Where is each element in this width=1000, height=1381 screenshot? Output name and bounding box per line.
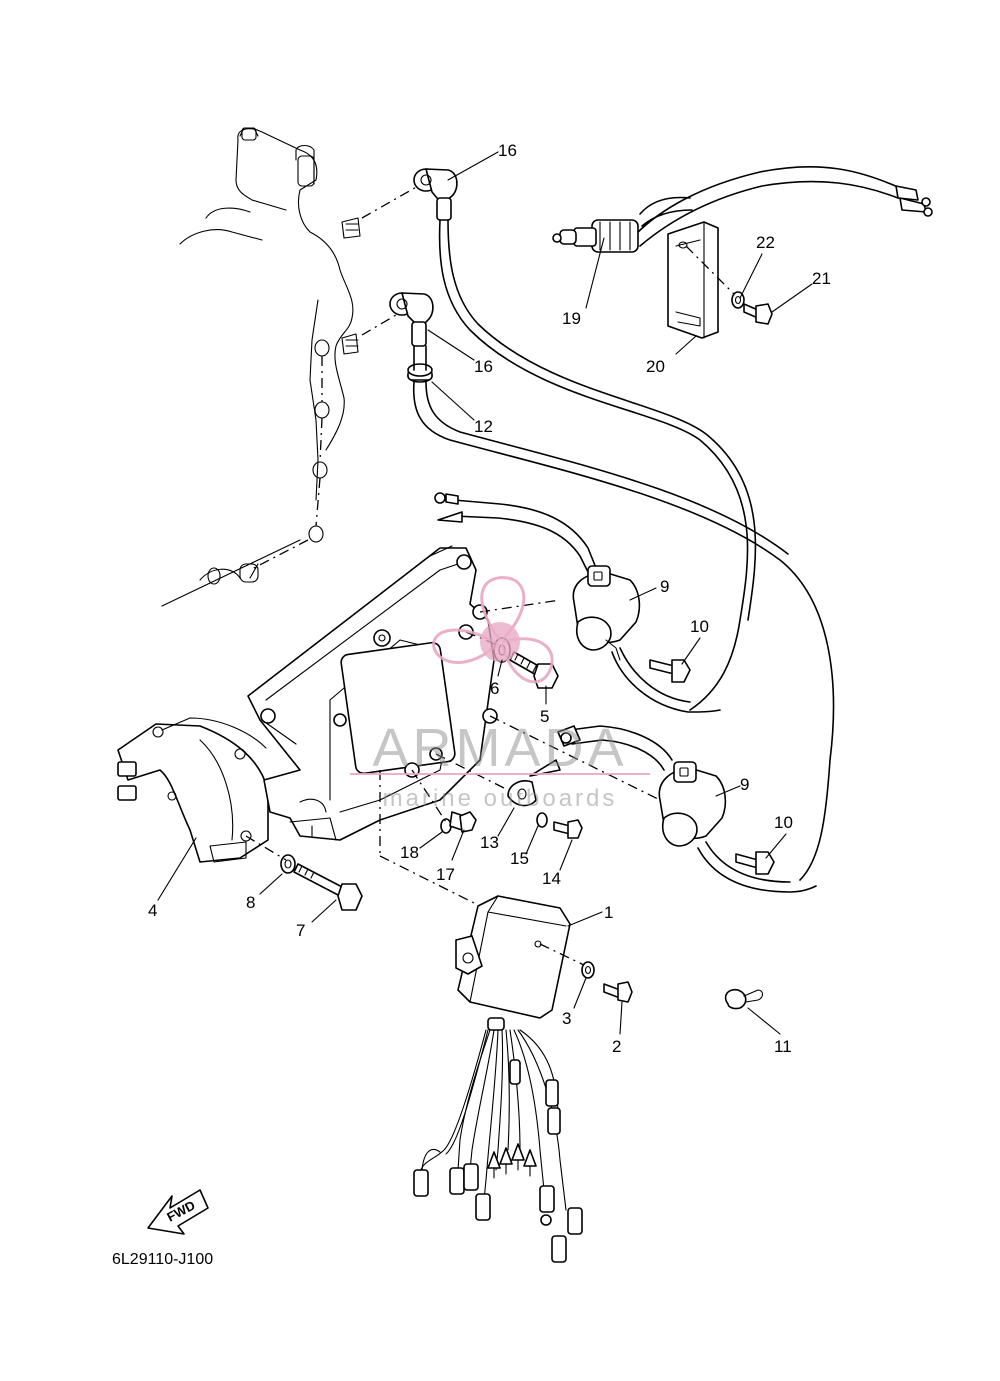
callout-14: 14 [542,869,561,888]
high-tension-cord-upper [438,219,749,711]
thermoswitch-holder[interactable] [667,221,719,339]
callout-7: 7 [296,921,305,940]
callout-21: 21 [812,269,831,288]
callout-17: 17 [436,865,455,884]
screw-17[interactable] [449,811,477,833]
callout-10-upper: 10 [690,617,709,636]
callout-8: 8 [246,893,255,912]
spark-plug-cap-upper[interactable] [413,168,458,221]
ignition-coil-lower[interactable] [529,725,817,893]
bracket-mount[interactable] [117,717,269,863]
leader-lines [157,151,813,1035]
grommet[interactable] [407,363,433,383]
callout-2: 2 [612,1037,621,1056]
watermark-tagline: marine outboards [383,785,618,812]
callout-4: 4 [148,901,157,920]
callout-19: 19 [562,309,581,328]
propeller-logo-icon [432,576,554,684]
coil-screw-upper[interactable] [649,659,691,683]
callout-16-lower: 16 [474,357,493,376]
cdi-unit[interactable] [455,895,571,1031]
washer-15[interactable] [536,812,548,828]
thermoswitch[interactable] [552,165,933,253]
callout-10-lower: 10 [774,813,793,832]
ignition-base-plate[interactable] [247,545,498,841]
forward-arrow-icon: FWD [147,1189,209,1235]
callout-20: 20 [646,357,665,376]
coil-screw-lower[interactable] [735,851,775,875]
callout-9-lower: 9 [740,775,749,794]
callout-5: 5 [540,707,549,726]
callout-15: 15 [510,849,529,868]
watermark-brand: ARMADA [372,718,627,778]
spark-plug-cap-lower[interactable] [389,292,434,347]
wire-clip[interactable] [724,988,764,1010]
bracket-bolt[interactable] [293,863,363,911]
callout-3: 3 [562,1009,571,1028]
engine-block-outline [161,127,361,607]
ignition-coil-upper[interactable] [434,492,721,713]
cdi-screw[interactable] [603,981,633,1003]
callout-1: 1 [604,903,613,922]
diagram-code: 6L29110-J100 [112,1251,213,1268]
callout-labels: 16 19 22 21 20 16 12 9 10 6 5 9 10 4 8 7… [148,141,831,1056]
callout-6: 6 [490,679,499,698]
washer-3[interactable] [581,961,595,979]
washer-8[interactable] [280,854,296,874]
callout-9-upper: 9 [660,577,669,596]
high-tension-cord-lower [412,381,835,881]
callout-18: 18 [400,843,419,862]
watermark: ARMADA marine outboards [350,576,650,812]
callout-22: 22 [756,233,775,252]
callout-13: 13 [480,833,499,852]
callout-16-upper: 16 [498,141,517,160]
holder-bolt[interactable] [743,303,773,325]
screw-14[interactable] [553,819,583,839]
wire-harness [413,1029,583,1263]
cord-clamp[interactable] [507,780,537,807]
callout-12: 12 [474,417,493,436]
callout-11: 11 [774,1037,792,1056]
